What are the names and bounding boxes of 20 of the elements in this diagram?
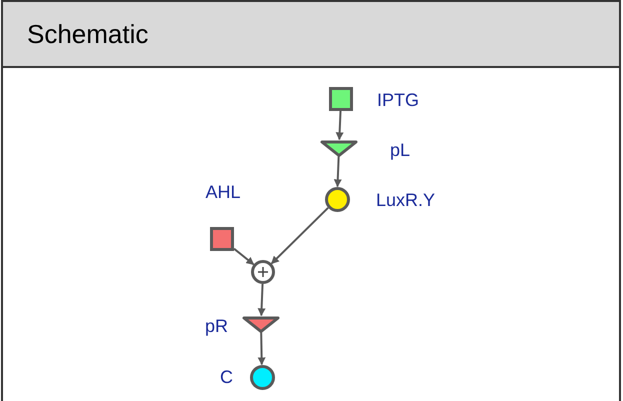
arrow <box>258 332 266 366</box>
promoter-triangle <box>242 316 280 332</box>
plus-junction-circle <box>251 260 275 284</box>
species-label: AHL <box>206 183 240 201</box>
species-label: pR <box>204 317 228 335</box>
species-label: LuxR.Y <box>376 191 436 209</box>
arrow <box>336 110 344 140</box>
protein-circle <box>324 186 350 212</box>
species-label: C <box>220 368 233 386</box>
inducer-square <box>329 87 353 111</box>
arrow <box>258 284 266 316</box>
arrow <box>233 248 254 266</box>
panel-title: Schematic <box>27 18 148 50</box>
promoter-triangle <box>320 140 358 156</box>
protein-circle <box>250 364 274 390</box>
inducer-square <box>210 227 234 251</box>
arrow <box>334 156 342 188</box>
species-label: pL <box>390 141 410 159</box>
species-label: IPTG <box>377 91 420 109</box>
arrow <box>270 207 329 264</box>
